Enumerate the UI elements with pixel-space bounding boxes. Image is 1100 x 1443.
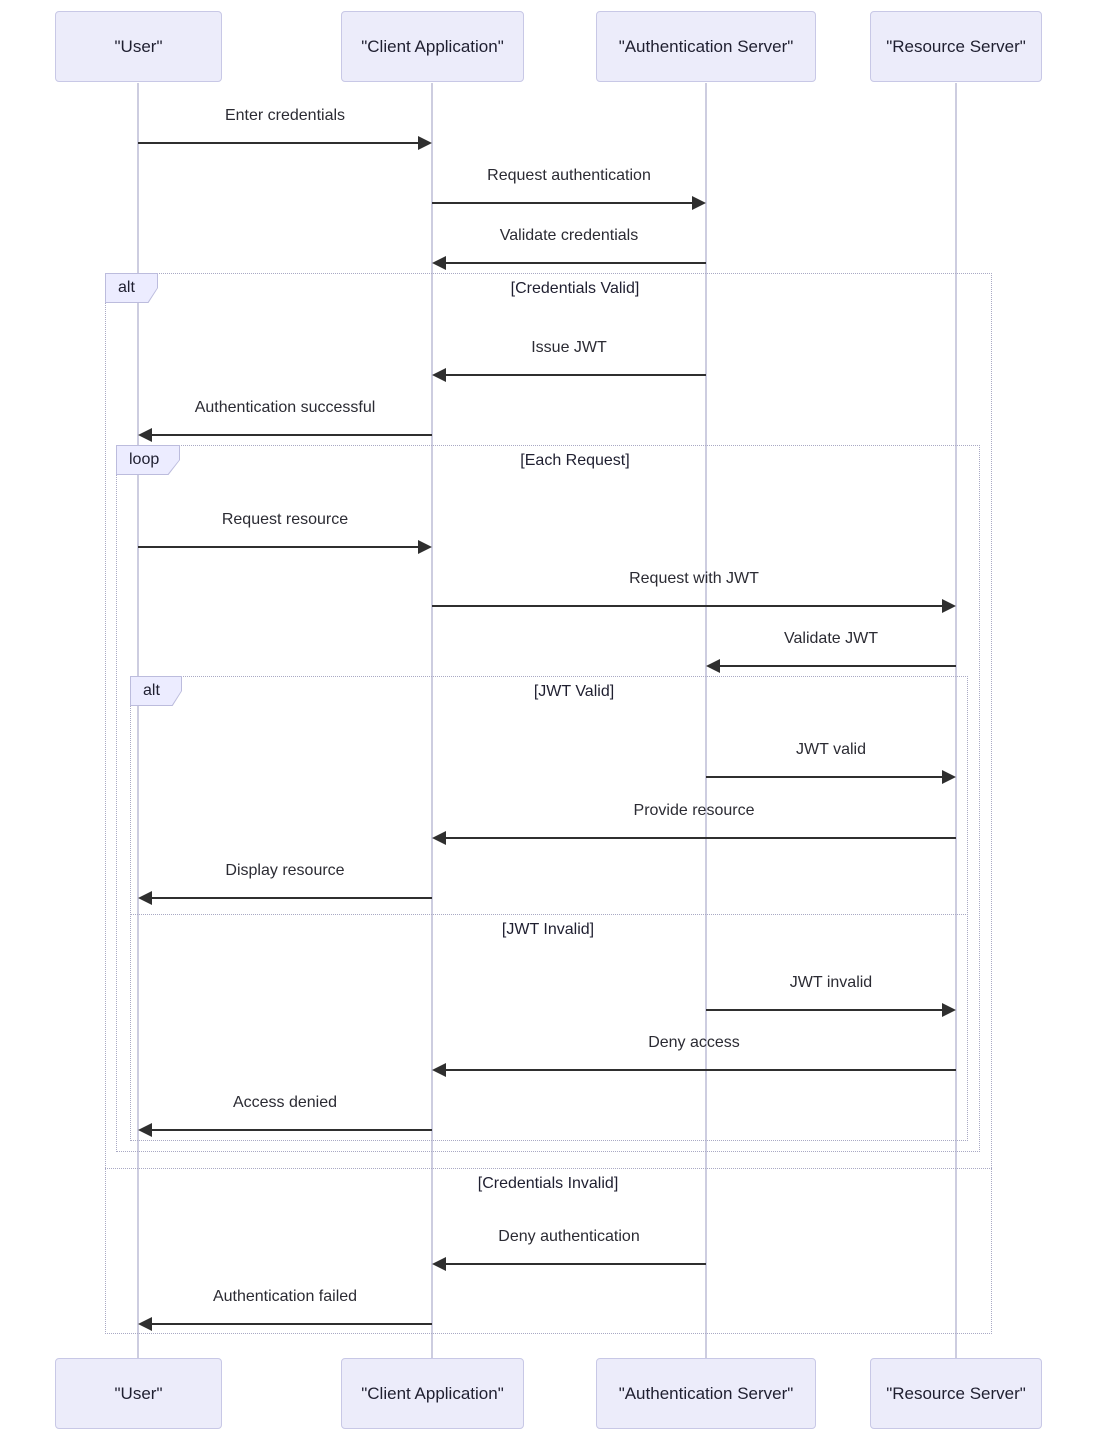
- lifeline-client: [431, 83, 433, 1358]
- message-label: Authentication failed: [212, 1288, 358, 1305]
- lifeline-resource: [955, 83, 957, 1358]
- condition-credentials-valid: [Credentials Valid]: [510, 280, 640, 297]
- message-arrow-right: [432, 196, 706, 210]
- actor-label: "Client Application": [361, 36, 504, 56]
- actor-box-user-bottom: "User": [55, 1358, 222, 1429]
- message-arrow-left: [706, 659, 956, 673]
- message-label: JWT valid: [796, 741, 866, 758]
- message-label: Authentication successful: [194, 399, 376, 416]
- message-label: Request authentication: [487, 167, 651, 184]
- frame-tab-label: loop: [129, 451, 160, 468]
- message-label: Display resource: [225, 862, 345, 879]
- message-arrow-left: [138, 1123, 432, 1137]
- frame-tab-loop: loop: [116, 445, 180, 475]
- frame-tab-label: alt: [118, 279, 135, 296]
- message-label: Deny access: [648, 1034, 740, 1051]
- message-label: Issue JWT: [531, 339, 607, 356]
- message-label: Deny authentication: [498, 1228, 640, 1245]
- message-arrow-right: [138, 136, 432, 150]
- condition-jwt-invalid: [JWT Invalid]: [501, 921, 595, 938]
- actor-label: "Client Application": [361, 1383, 504, 1403]
- message-label: Validate credentials: [499, 227, 639, 244]
- actor-box-resource-top: "Resource Server": [870, 11, 1042, 82]
- divider-credentials-invalid: [105, 1168, 992, 1169]
- actor-box-auth-bottom: "Authentication Server": [596, 1358, 816, 1429]
- message-arrow-left: [138, 891, 432, 905]
- condition-each-request: [Each Request]: [520, 452, 630, 469]
- message-label: Validate JWT: [784, 630, 878, 647]
- actor-box-auth-top: "Authentication Server": [596, 11, 816, 82]
- message-arrow-left: [138, 1317, 432, 1331]
- frame-tab-alt-inner: alt: [130, 676, 182, 706]
- actor-label: "Authentication Server": [618, 36, 794, 56]
- actor-label: "User": [114, 36, 163, 56]
- message-arrow-left: [432, 831, 956, 845]
- condition-credentials-invalid: [Credentials Invalid]: [477, 1175, 619, 1192]
- actor-label: "Resource Server": [886, 36, 1026, 56]
- frame-alt-jwt: [130, 676, 968, 1141]
- actor-label: "User": [114, 1383, 163, 1403]
- message-arrow-left: [138, 428, 432, 442]
- message-label: Enter credentials: [224, 107, 346, 124]
- lifeline-auth: [705, 83, 707, 1358]
- message-label: Request resource: [221, 511, 349, 528]
- message-label: Access denied: [232, 1094, 338, 1111]
- message-label: JWT invalid: [789, 974, 873, 991]
- message-arrow-right: [706, 770, 956, 784]
- message-label: Request with JWT: [629, 570, 759, 587]
- message-arrow-left: [432, 256, 706, 270]
- message-arrow-left: [432, 1063, 956, 1077]
- actor-box-client-top: "Client Application": [341, 11, 524, 82]
- frame-tab-label: alt: [143, 682, 160, 699]
- message-arrow-left: [432, 1257, 706, 1271]
- message-arrow-right: [138, 540, 432, 554]
- actor-label: "Authentication Server": [618, 1383, 794, 1403]
- frame-tab-alt-outer: alt: [105, 273, 158, 303]
- actor-label: "Resource Server": [886, 1383, 1026, 1403]
- message-arrow-right: [706, 1003, 956, 1017]
- message-label: Provide resource: [633, 802, 755, 819]
- frame-loop-each-request: [116, 445, 980, 1152]
- lifeline-user: [137, 83, 139, 1358]
- actor-box-resource-bottom: "Resource Server": [870, 1358, 1042, 1429]
- condition-jwt-valid: [JWT Valid]: [533, 683, 615, 700]
- divider-jwt-invalid: [130, 914, 968, 915]
- frame-alt-credentials: [105, 273, 992, 1334]
- message-arrow-right: [432, 599, 956, 613]
- message-arrow-left: [432, 368, 706, 382]
- actor-box-user-top: "User": [55, 11, 222, 82]
- actor-box-client-bottom: "Client Application": [341, 1358, 524, 1429]
